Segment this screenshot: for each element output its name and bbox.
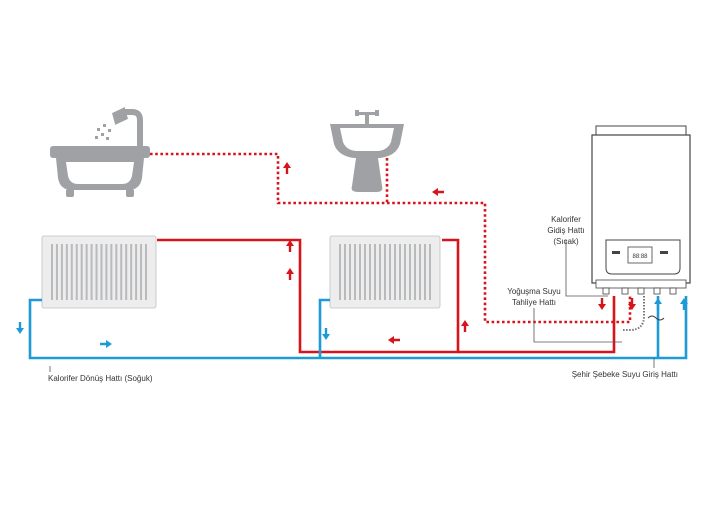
shower-head-icon: [95, 107, 143, 146]
condensate-hose: [622, 296, 665, 331]
arrow-icon: [283, 162, 291, 174]
arrow-icon: [100, 340, 112, 348]
arrow-icon: [432, 188, 444, 196]
supply-line-label-1: Kalorifer: [551, 215, 581, 224]
hot-supply-pipes: [157, 238, 616, 354]
radiator-icon: [329, 235, 441, 309]
leader-lines: [49, 240, 655, 372]
supply-line-label-2: Gidiş Hattı: [547, 226, 584, 235]
supply-line-label-3: (Sıcak): [553, 237, 579, 246]
arrow-icon: [680, 298, 688, 310]
arrow-icon: [654, 298, 662, 310]
arrow-icon: [461, 320, 469, 332]
arrow-icon: [628, 298, 636, 310]
bathtub-icon: [50, 146, 150, 197]
condensate-label-1: Yoğuşma Suyu: [507, 287, 561, 296]
radiator-icon: [41, 235, 157, 309]
arrow-icon: [388, 336, 400, 344]
arrow-icon: [16, 322, 24, 334]
condensate-label-2: Tahliye Hattı: [512, 298, 556, 307]
arrow-icon: [286, 268, 294, 280]
boiler-icon: 88:88: [591, 125, 691, 295]
return-line-label: Kalorifer Dönüş Hattı (Soğuk): [48, 374, 153, 383]
arrow-icon: [286, 240, 294, 252]
city-water-label: Şehir Şebeke Suyu Giriş Hattı: [572, 370, 678, 379]
arrow-icon: [598, 298, 606, 310]
boiler-display-text: 88:88: [632, 254, 648, 260]
washbasin-icon: [330, 110, 404, 192]
hot-water-pipes: [150, 152, 632, 324]
arrow-icon: [322, 328, 330, 340]
